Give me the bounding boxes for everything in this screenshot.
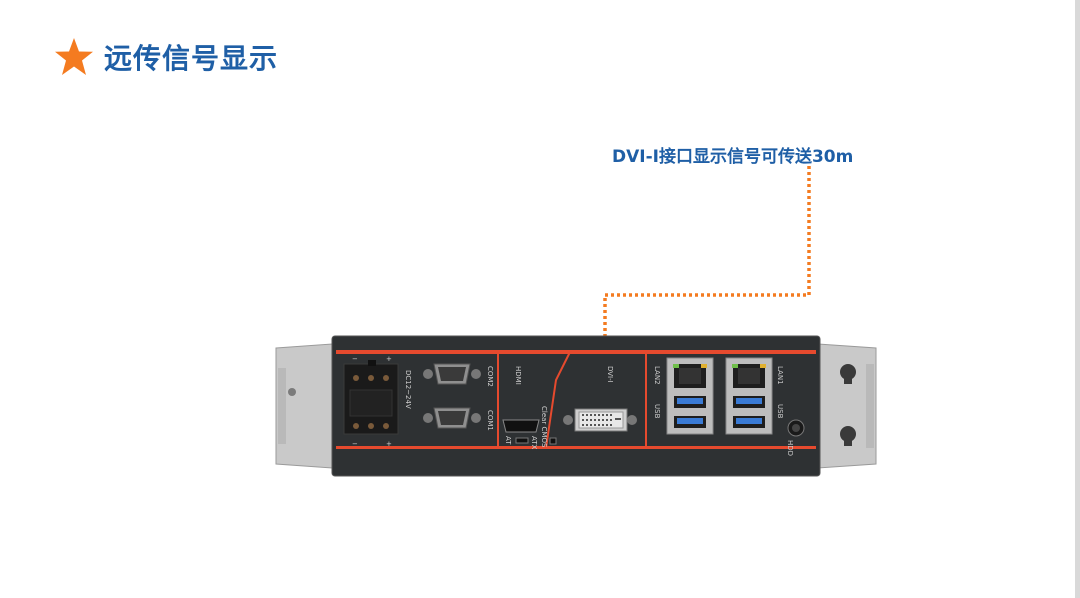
dvi-label: DVI-I (606, 366, 614, 383)
right-mount-bracket (817, 343, 877, 469)
usb-label-left: USB (653, 404, 661, 419)
device-front-panel: − + − + DC12~24V COM2 COM1 HDMI ATX AT C… (275, 335, 877, 477)
svg-text:−: − (352, 440, 358, 448)
hdmi-port (502, 419, 540, 433)
dvi-callout-text: DVI-I接口显示信号可传送30m (612, 147, 854, 167)
power-button (787, 419, 805, 437)
com2-port (423, 363, 481, 385)
hdd-label: HDD (786, 440, 794, 456)
lan1-usb-stack (725, 357, 773, 435)
com1-port (423, 407, 481, 429)
power-terminal: − + − + (343, 355, 399, 448)
atx-label: ATX (530, 436, 538, 450)
hdmi-label: HDMI (514, 366, 522, 385)
left-mount-bracket (275, 343, 333, 469)
at-label: AT (504, 436, 512, 445)
lan2-label: LAN2 (653, 366, 661, 385)
power-label: DC12~24V (404, 370, 412, 409)
com2-label: COM2 (486, 366, 494, 387)
slide-title: 远传信号显示 (104, 42, 279, 75)
svg-text:−: − (352, 355, 358, 363)
clear-cmos-label: Clear CMOS (540, 406, 548, 448)
slide-edge-bar (1075, 0, 1080, 598)
dvi-i-port (563, 408, 637, 432)
lan1-label: LAN1 (776, 366, 784, 385)
com1-label: COM1 (486, 410, 494, 431)
clear-cmos-button (549, 437, 557, 445)
usb-label-right: USB (776, 404, 784, 419)
slide-header: 远传信号显示 (54, 36, 278, 78)
svg-text:+: + (386, 355, 392, 363)
lan2-usb-stack (666, 357, 714, 435)
atx-at-switch (515, 437, 529, 444)
star-icon (55, 38, 93, 75)
svg-text:+: + (386, 440, 392, 448)
